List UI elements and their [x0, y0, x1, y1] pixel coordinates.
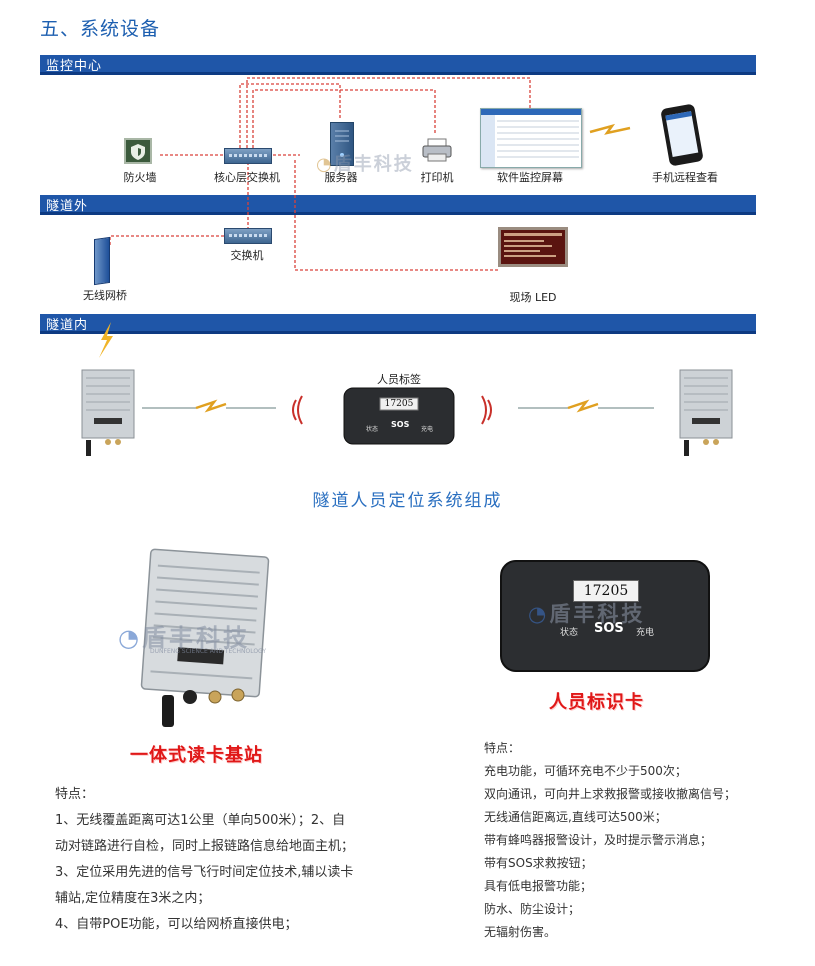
id-card-sos-button: SOS [594, 621, 624, 636]
feature-line: 3、定位采用先进的信号飞行时间定位技术,辅以读卡 [55, 865, 354, 880]
switch-icon [224, 228, 272, 244]
software-screen-label: 软件监控屏幕 [497, 171, 563, 184]
feature-line: 辅站,定位精度在3米之内； [55, 891, 211, 906]
watermark-text: 盾丰科技 [141, 624, 250, 652]
id-card-number: 17205 [573, 580, 639, 602]
logo-icon: ◔ [118, 624, 142, 652]
feature-line: 无辐射伤害。 [484, 925, 557, 939]
printer-label: 打印机 [420, 171, 454, 184]
printer-icon [422, 138, 452, 162]
firewall-icon [124, 138, 152, 164]
wireless-link-phone [589, 123, 631, 135]
watermark-small: ◔盾丰科技 [316, 150, 414, 176]
feature-line: 带有蜂鸣器报警设计，及时提示警示消息； [484, 833, 713, 847]
feature-line: 1、无线覆盖距离可达1公里（单向500米）；2、自 [55, 813, 346, 828]
network-lines [109, 77, 631, 271]
watermark-large: ◔盾丰科技 [118, 618, 250, 653]
link-core-printer [252, 89, 436, 148]
feature-line: 动对链路进行自检，同时上报链路信息给地面主机； [55, 839, 355, 854]
id-card-features-title: 特点： [484, 741, 521, 755]
base-station-title: 一体式读卡基站 [130, 745, 263, 766]
base-station-features-title: 特点： [55, 787, 95, 802]
base-station-right-icon [679, 369, 733, 456]
band-label: 监控中心 [46, 59, 103, 74]
band-monitor-center: 监控中心 [40, 55, 756, 75]
wireless-bridge-label: 无线网桥 [83, 289, 127, 302]
link-core-screen [246, 77, 531, 148]
id-card-icon [500, 560, 710, 672]
core-switch-icon [224, 148, 272, 164]
wireless-bridge-icon [94, 236, 110, 286]
base-station-large-icon [140, 548, 270, 727]
led-screen-icon [498, 227, 568, 267]
feature-line: 具有低电报警功能； [484, 879, 593, 893]
feature-line: 4、自带POE功能，可以给网桥直接供电； [55, 917, 298, 932]
tag-small-sos: SOS [391, 420, 410, 429]
id-card-status: 状态 [560, 628, 579, 638]
base-station-features: 1、无线覆盖距离可达1公里（单向500米）；2、自 动对链路进行自检，同时上报链… [55, 808, 415, 938]
band-label: 隧道外 [46, 199, 89, 214]
band-tunnel-outside: 隧道外 [40, 195, 756, 215]
tag-small-status: 状态 [366, 426, 379, 433]
lightning-icon [99, 322, 113, 358]
watermark-text: 盾丰科技 [333, 154, 414, 175]
id-card-charge: 充电 [636, 628, 655, 638]
band-tunnel-inside: 隧道内 [40, 314, 756, 334]
feature-line: 防水、防尘设计； [484, 902, 581, 916]
band-label: 隧道内 [46, 318, 89, 333]
feature-line: 无线通信距离远,直线可达500米； [484, 810, 667, 824]
watermark-text: 盾丰科技 [549, 602, 646, 626]
switch-label: 交换机 [230, 249, 264, 262]
logo-icon: ◔ [316, 154, 334, 175]
id-card-title: 人员标识卡 [549, 692, 644, 713]
tag-small-charge: 充电 [421, 426, 434, 433]
core-switch-label: 核心层交换机 [214, 171, 280, 184]
feature-line: 带有SOS求救按钮； [484, 856, 593, 870]
id-card-features: 充电功能，可循环充电不少于500次； 双向通讯，可向井上求救报警或接收撤离信号；… [484, 760, 794, 944]
section-title: 五、系统设备 [40, 18, 161, 40]
mobile-label: 手机远程查看 [652, 171, 718, 184]
watermark-sub: DUNFENG SCIENCE AND TECHNOLOGY [150, 648, 267, 655]
wireless-link-right [481, 395, 654, 425]
watermark-card: ◔盾丰科技 [528, 598, 645, 628]
personnel-tag-label: 人员标签 [377, 373, 421, 386]
feature-line: 充电功能，可循环充电不少于500次； [484, 764, 687, 778]
link-core-led [294, 160, 500, 271]
personnel-tag-icon [343, 387, 455, 445]
logo-icon: ◔ [528, 602, 550, 626]
tag-small-number: 17205 [384, 399, 414, 409]
feature-line: 双向通讯，可向井上求救报警或接收撤离信号； [484, 787, 737, 801]
led-label: 现场 LED [509, 291, 557, 304]
server-icon [330, 122, 354, 166]
wireless-link-left [142, 395, 303, 425]
firewall-label: 防火墙 [123, 171, 157, 184]
tunnel-inside-row [81, 369, 733, 456]
server-label: 服务器 [324, 171, 358, 184]
link-switch-bridge [109, 235, 224, 245]
diagram-caption: 隧道人员定位系统组成 [312, 491, 503, 511]
monitor-screen-icon [480, 108, 582, 168]
phone-screen [665, 111, 699, 157]
link-core-server [239, 83, 341, 148]
base-station-left-icon [81, 369, 135, 456]
